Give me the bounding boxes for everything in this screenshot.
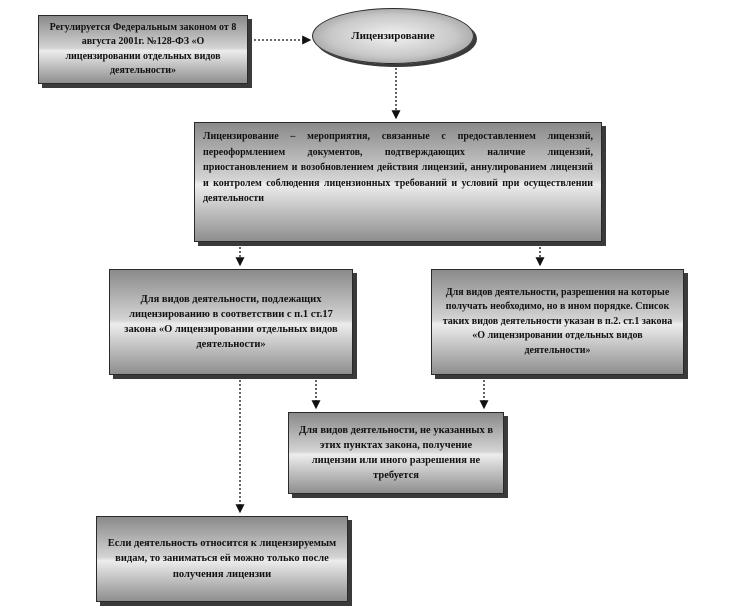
after-license-box: Если деятельность относится к лицензируе… <box>96 516 348 602</box>
after-license-text: Если деятельность относится к лицензируе… <box>107 538 337 580</box>
left-branch-box: Для видов деятельности, подлежащих лицен… <box>109 269 353 375</box>
regulation-box: Регулируется Федеральным законом от 8 ав… <box>38 15 248 84</box>
right-branch-box: Для видов деятельности, разрешения на ко… <box>431 269 684 375</box>
not-required-box: Для видов деятельности, не указанных в э… <box>288 412 504 494</box>
licensing-title: Лицензирование <box>351 30 435 42</box>
regulation-text: Регулируется Федеральным законом от 8 ав… <box>49 21 237 77</box>
definition-box: Лицензирование – мероприятия, связанные … <box>194 122 602 242</box>
right-branch-text: Для видов деятельности, разрешения на ко… <box>442 286 673 356</box>
left-branch-text: Для видов деятельности, подлежащих лицен… <box>124 293 338 351</box>
definition-text: Лицензирование – мероприятия, связанные … <box>203 131 593 204</box>
not-required-text: Для видов деятельности, не указанных в э… <box>298 424 494 482</box>
licensing-ellipse: Лицензирование <box>312 8 474 64</box>
